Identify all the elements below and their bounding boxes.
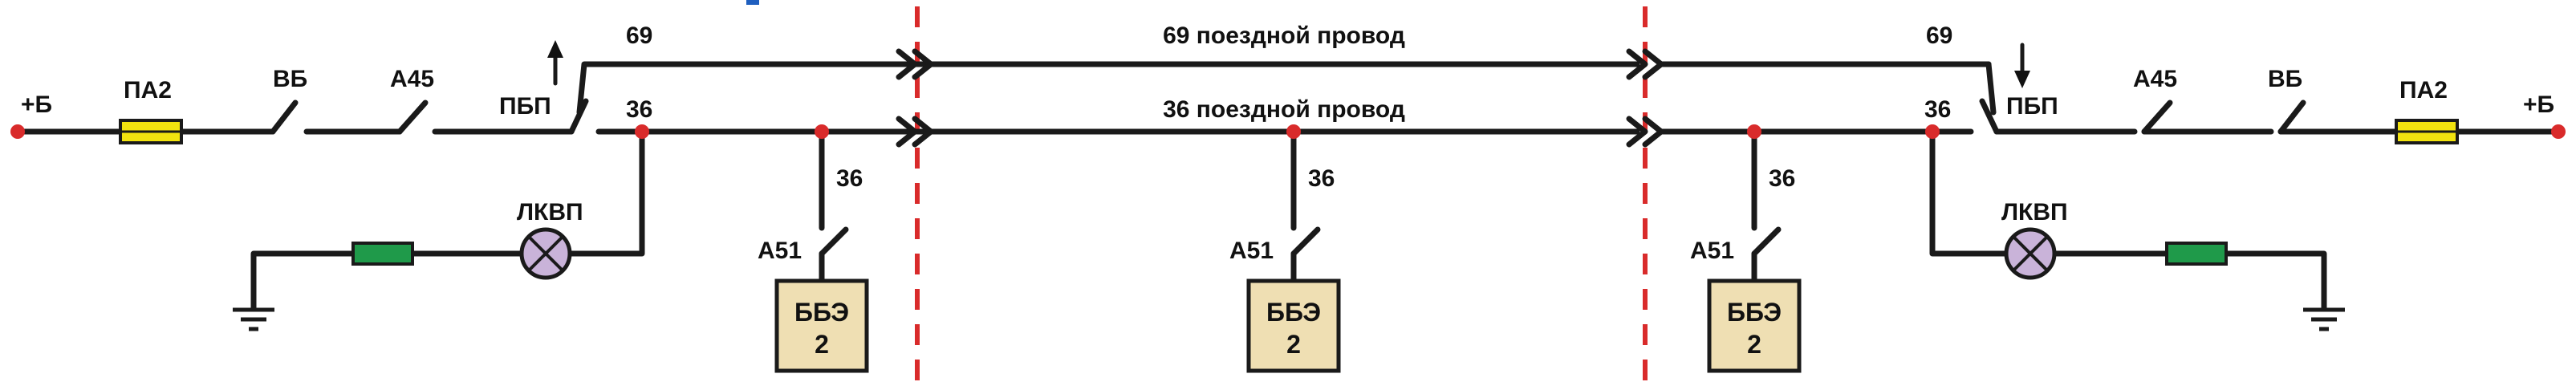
resistor-right xyxy=(2165,242,2228,266)
label-vb-left: ВБ xyxy=(273,66,307,92)
label-train-wire-69: 69 поездной провод xyxy=(1163,22,1405,49)
left-car-circuit: +Б ПА2 ВБ А45 ПБП 69 36 36 ЛКВП А51 ББЭ … xyxy=(10,22,910,373)
right-car-circuit: 69 36 ПБП А45 ВБ ПА2 +Б 36 ЛКВП А51 ББЭ … xyxy=(1658,22,2566,373)
arrow-down-right-head xyxy=(2014,71,2030,88)
unit-bbe-left-line2: 2 xyxy=(815,330,829,359)
lamp-cross-b-right xyxy=(2012,235,2049,272)
wire-resistor-ground-right xyxy=(2223,250,2327,311)
wire-69-left xyxy=(576,61,910,116)
node-a51-right xyxy=(1747,124,1761,139)
switch-pbp-blade-left xyxy=(568,98,589,135)
label-36-drop-middle: 36 xyxy=(1308,165,1335,192)
label-vb-right: ВБ xyxy=(2268,66,2302,92)
wire-resistor-ground-left xyxy=(250,250,356,311)
label-69-left: 69 xyxy=(626,22,652,49)
label-36-left: 36 xyxy=(626,96,652,123)
ground-symbol-left xyxy=(233,307,274,331)
connector-36-left-b xyxy=(912,116,934,148)
resistor-left xyxy=(351,242,414,266)
wire-lamp-branch-right xyxy=(1929,128,2009,257)
node-plus-left xyxy=(10,124,25,139)
label-lkvp-right: ЛКВП xyxy=(2001,199,2068,226)
label-fuse-left: ПА2 xyxy=(124,77,172,104)
lamp-cross-b-left xyxy=(527,235,564,272)
connector-69-left-b xyxy=(912,48,934,80)
unit-bbe-middle-line2: 2 xyxy=(1286,330,1301,359)
switch-a51-blade-right xyxy=(1751,226,1782,257)
unit-bbe-right-line2: 2 xyxy=(1747,330,1761,359)
label-plus-right: +Б xyxy=(2523,91,2554,118)
label-lkvp-left: ЛКВП xyxy=(517,199,583,226)
label-a45-right: А45 xyxy=(2133,66,2177,92)
label-69-right: 69 xyxy=(1926,22,1952,49)
unit-bbe-right xyxy=(1707,278,1802,373)
top-blue-fragment xyxy=(746,0,759,5)
node-a51-left xyxy=(815,124,829,139)
label-plus-left: +Б xyxy=(21,91,52,118)
unit-bbe-middle xyxy=(1246,278,1341,373)
wire-lamp-branch-left xyxy=(568,128,645,257)
switch-vb-blade-right xyxy=(2277,100,2306,135)
node-36-right xyxy=(1925,124,1940,139)
label-a51-middle: А51 xyxy=(1229,238,1274,264)
node-plus-right xyxy=(2551,124,2566,139)
ground-symbol-right xyxy=(2303,307,2345,331)
label-a45-left: А45 xyxy=(390,66,434,92)
node-36-left xyxy=(635,124,649,139)
switch-a45-blade-right xyxy=(2141,100,2173,135)
label-pbp-left: ПБП xyxy=(499,93,551,120)
label-pbp-right: ПБП xyxy=(2006,93,2058,120)
unit-bbe-middle-line1: ББЭ xyxy=(1266,298,1321,327)
train-line-middle: 69 поездной провод 36 поездной провод 36… xyxy=(896,22,1664,373)
connector-69-right xyxy=(1626,48,1648,80)
switch-vb-blade-left xyxy=(270,100,299,135)
wire-69-right-drop xyxy=(1985,61,1997,116)
node-a51-middle xyxy=(1286,124,1301,139)
label-train-wire-36: 36 поездной провод xyxy=(1163,96,1405,123)
label-36-drop-left: 36 xyxy=(836,165,863,192)
unit-bbe-left xyxy=(774,278,869,373)
label-36-right: 36 xyxy=(1924,96,1951,123)
label-36-drop-right: 36 xyxy=(1769,165,1795,192)
label-a51-right: А51 xyxy=(1690,238,1734,264)
switch-a45-blade-left xyxy=(396,100,429,135)
label-fuse-right: ПА2 xyxy=(2399,77,2448,104)
connector-36-right xyxy=(1626,116,1648,148)
switch-a51-blade-left xyxy=(819,226,849,257)
switch-a51-blade-middle xyxy=(1290,226,1321,257)
switch-pbp-blade-right xyxy=(1979,98,2000,135)
connector-69-left xyxy=(896,48,918,80)
connector-36-left xyxy=(896,116,918,148)
unit-bbe-left-line1: ББЭ xyxy=(794,298,849,327)
unit-bbe-right-line1: ББЭ xyxy=(1727,298,1782,327)
arrow-up-left-head xyxy=(547,40,563,58)
label-a51-left: А51 xyxy=(758,238,802,264)
